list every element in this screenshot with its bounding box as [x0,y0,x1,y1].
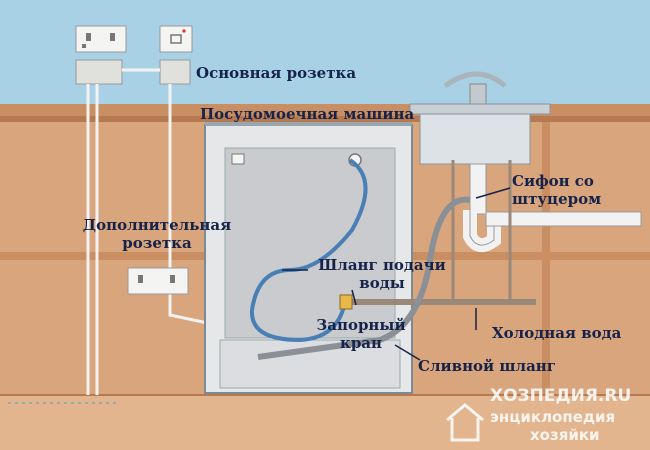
watermark-house-icon [446,403,484,442]
label-main-socket: Основная розетка [196,64,357,82]
countertop-edge [0,116,650,122]
label-shutoff-valve: Запорный кран [316,316,406,352]
cold-water-riser [451,160,512,302]
supply-hose [249,158,368,343]
shutoff-valve-icon [339,294,353,310]
label-supply-hose-line1: Шланг подачи [318,256,446,274]
label-supply-hose: Шланг подачи воды [316,256,448,292]
watermark-tagline-line1: энциклопедия [490,408,616,426]
main-socket-box [75,59,191,85]
label-cold-water: Холодная вода [492,324,622,342]
dishwasher-top-edge [205,122,412,126]
switched-fuse-icon [159,25,193,53]
supply-inlet-icon [231,153,245,165]
label-extra-socket: Дополнительная розетка [82,216,232,252]
leader-lines [282,187,511,361]
cabinet-shelf-right [412,252,650,260]
label-shutoff-valve-line1: Запорный [316,316,406,334]
label-siphon-line1: Сифон со [512,172,594,190]
label-extra-socket-line2: розетка [122,234,192,252]
drain-hose [257,196,471,360]
double-socket-icon [75,25,127,53]
sink-icon [409,71,551,165]
label-drain-hose: Сливной шланг [418,357,556,375]
floor-plinth [0,395,650,450]
label-siphon: Сифон со штуцером [512,172,601,208]
extra-socket-icon [127,267,189,295]
power-cable [86,68,241,395]
siphon-icon [463,163,642,253]
label-shutoff-valve-line2: кран [339,334,383,352]
watermark-site: ХОЗПЕДИЯ.RU [490,386,632,406]
cabinet-divider [542,122,550,412]
cabinet-shelf-left [0,252,205,260]
label-supply-hose-line2: воды [359,274,405,292]
label-extra-socket-line1: Дополнительная [82,216,232,234]
label-dishwasher: Посудомоечная машина [200,105,415,123]
watermark-tagline-line2: хозяйки [530,426,600,444]
label-siphon-line2: штуцером [512,190,602,208]
